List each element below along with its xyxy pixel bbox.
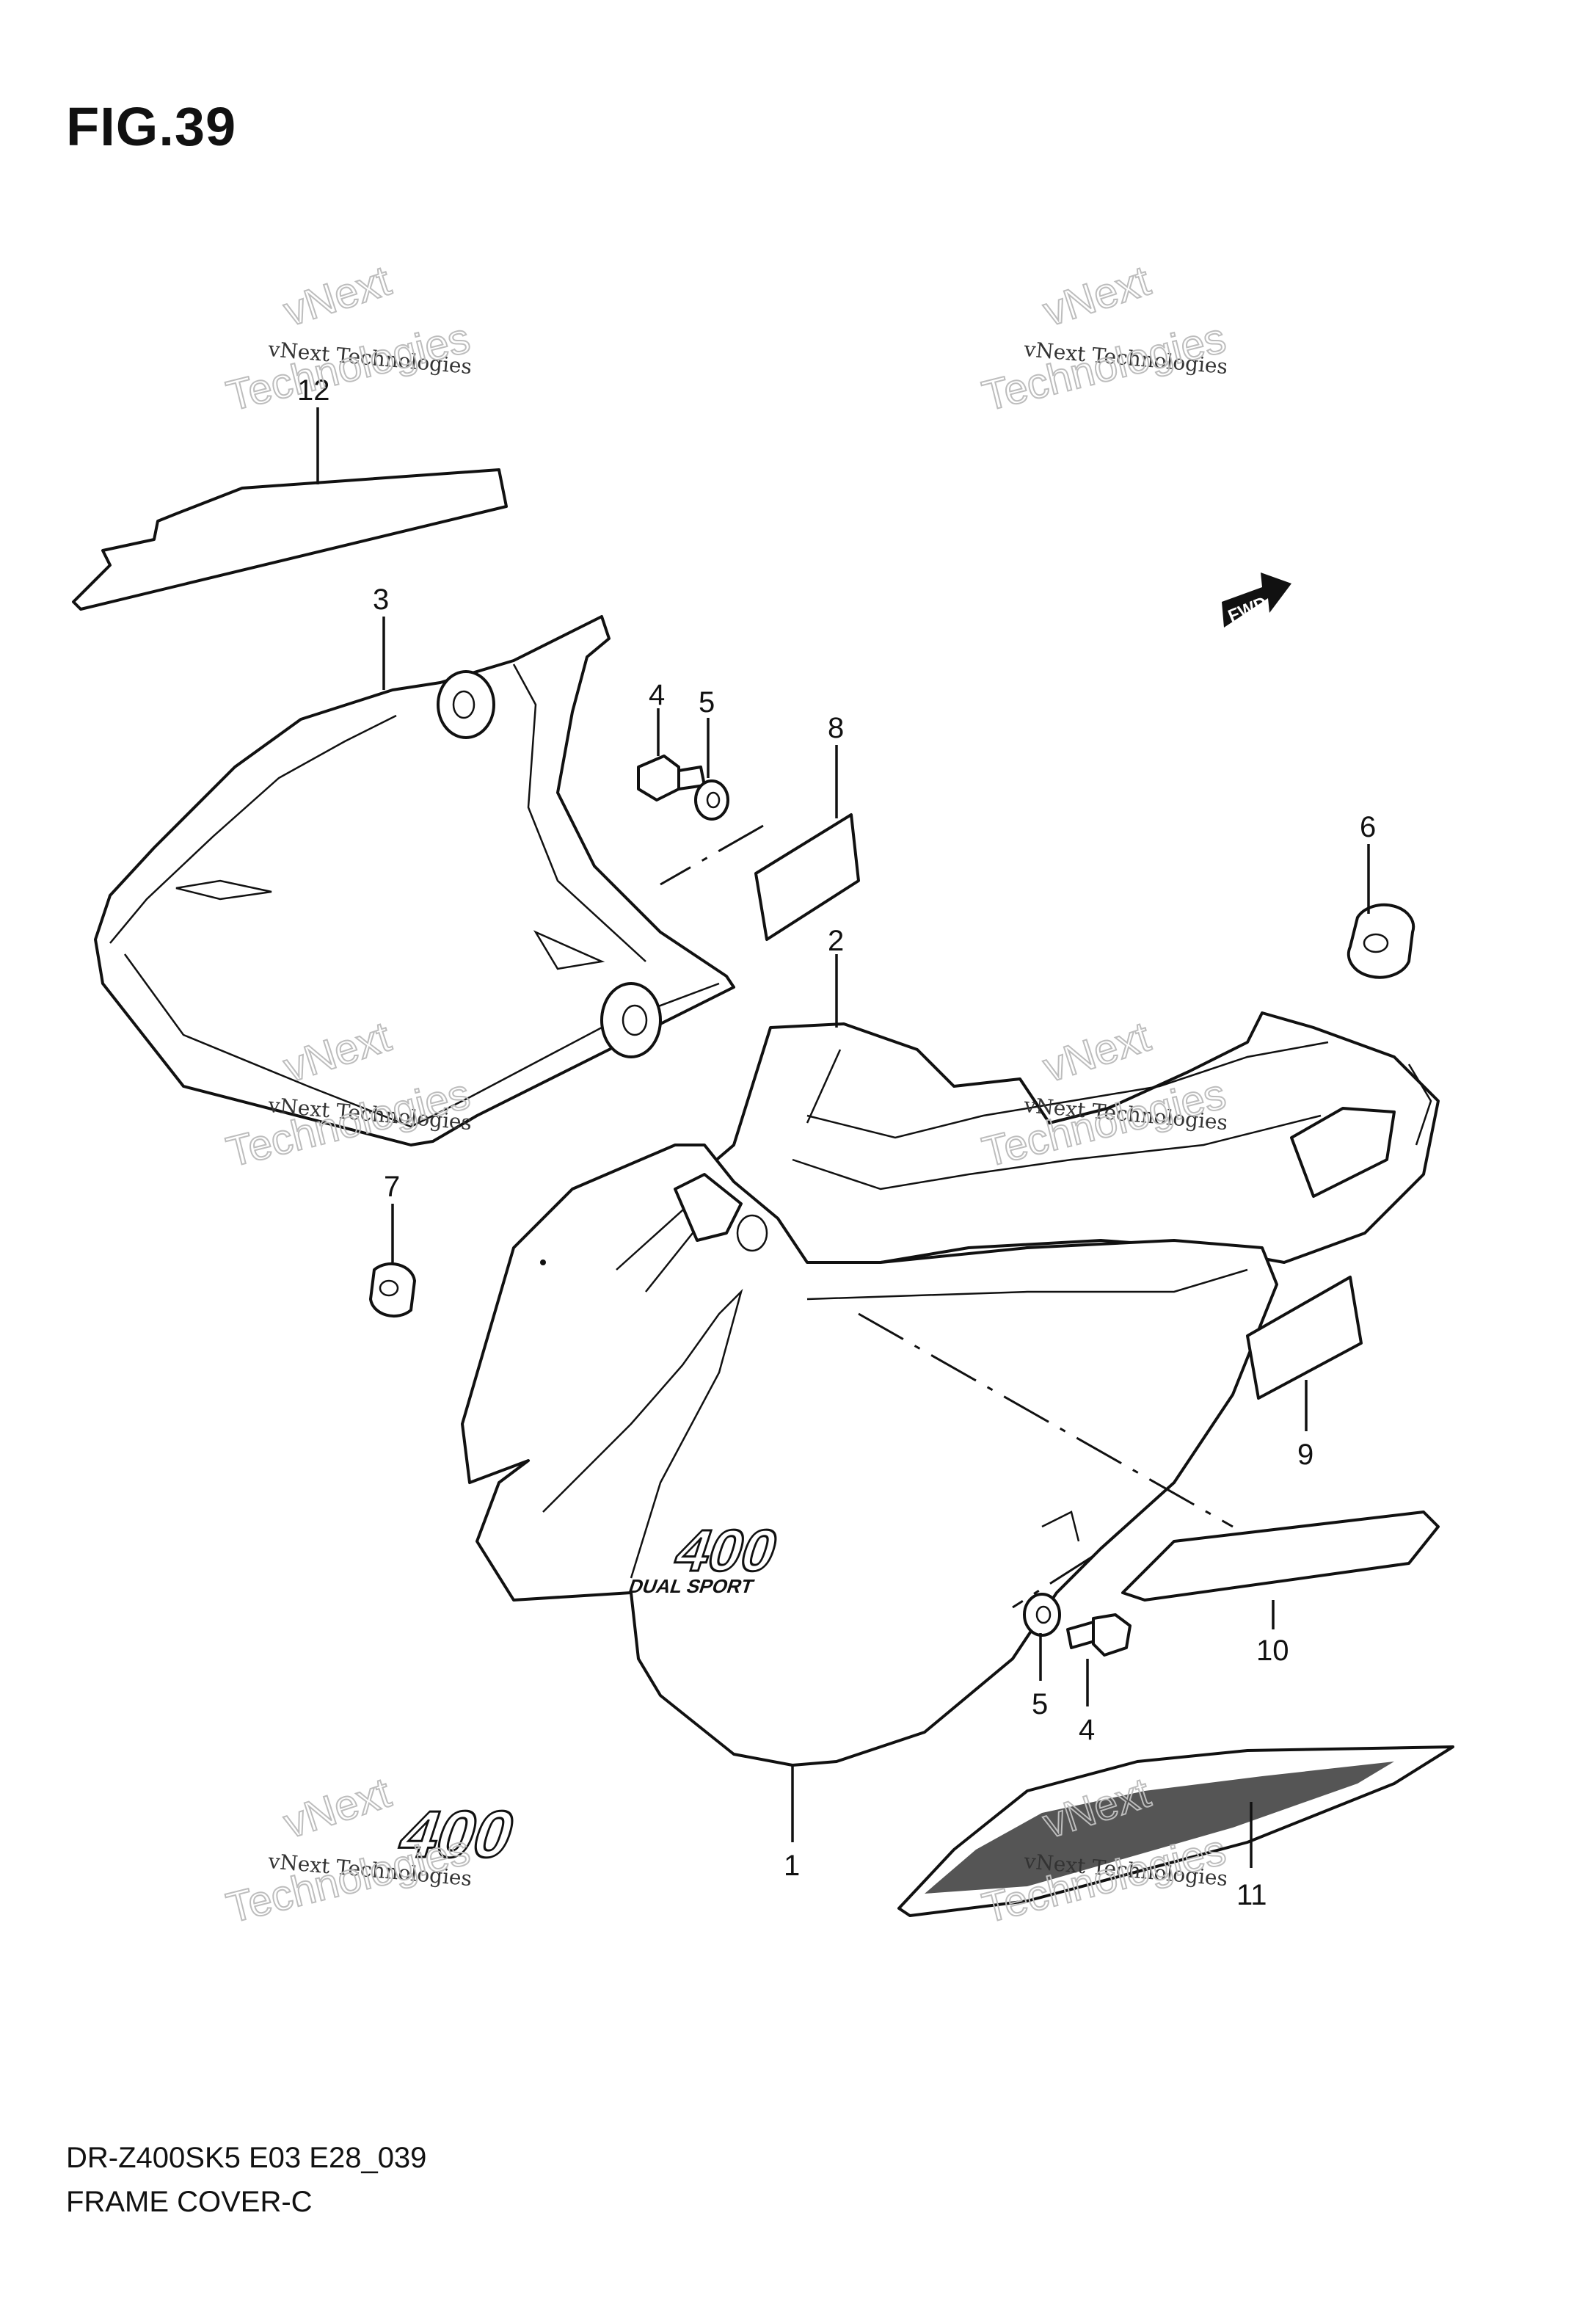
part-9-pad	[1246, 1276, 1363, 1431]
svg-text:vNext: vNext	[1038, 257, 1156, 336]
callout-4-lower: 4	[1079, 1714, 1095, 1746]
callout-7: 7	[384, 1171, 400, 1203]
emblem-10-subtitle: DUAL SPORT	[626, 1576, 757, 1597]
part-10-emblem: 400 DUAL SPORT	[626, 1511, 1440, 1629]
part-12-strip	[72, 407, 508, 611]
leader-dashed-upper	[660, 824, 764, 886]
section-name: FRAME COVER-C	[66, 2186, 313, 2218]
part-5-washer-upper	[694, 718, 729, 821]
watermark-top-right: vNext vNext Technologies Technologies	[977, 256, 1231, 421]
callout-11: 11	[1236, 1879, 1267, 1911]
svg-text:vNext: vNext	[278, 1769, 396, 1848]
part-1-main-cover	[461, 1144, 1278, 1842]
figure-title: FIG.39	[66, 96, 237, 157]
watermark-bottom-left: vNext vNext Technologies Technologies	[221, 1768, 475, 1933]
part-4-bolt-upper	[637, 708, 706, 801]
part-11-decal: 400 DUAL SPORT	[389, 1745, 1454, 1917]
leader-dashed-lower	[1012, 1555, 1094, 1609]
svg-text:Technologies: Technologies	[222, 314, 474, 421]
part-7-grommet	[369, 1204, 416, 1318]
watermark-top-left: vNext vNext Technologies Technologies	[221, 256, 475, 421]
callout-5-upper: 5	[699, 686, 715, 719]
callout-1: 1	[784, 1850, 800, 1882]
part-5-washer-lower	[1023, 1593, 1061, 1681]
svg-text:Technologies: Technologies	[222, 1826, 474, 1933]
callout-5-lower: 5	[1032, 1688, 1048, 1720]
part-3-left-cover	[94, 615, 735, 1146]
svg-text:Technologies: Technologies	[977, 314, 1230, 421]
callout-4-upper: 4	[649, 679, 665, 711]
svg-text:vNext: vNext	[278, 257, 396, 336]
decal-11-subtitle: DUAL SPORT	[431, 1861, 552, 1880]
part-8-pad	[754, 745, 860, 941]
callout-2: 2	[828, 925, 844, 957]
part-4-bolt-lower	[1066, 1613, 1132, 1706]
part-6-grommet	[1347, 844, 1415, 979]
fwd-arrow-icon: FWD	[1222, 572, 1291, 628]
callout-9: 9	[1297, 1439, 1313, 1471]
callout-3: 3	[373, 584, 389, 616]
callout-8: 8	[828, 712, 844, 744]
svg-text:vNext: vNext	[1038, 1013, 1156, 1092]
leader-dashed-main	[858, 1312, 1234, 1528]
emblem-10-number: 400	[667, 1519, 786, 1584]
model-code: DR-Z400SK5 E03 E28_039	[66, 2142, 427, 2174]
callout-12: 12	[297, 374, 330, 407]
decal-11-number: 400	[390, 1797, 525, 1871]
callout-10: 10	[1256, 1635, 1289, 1667]
callout-6: 6	[1360, 811, 1376, 843]
